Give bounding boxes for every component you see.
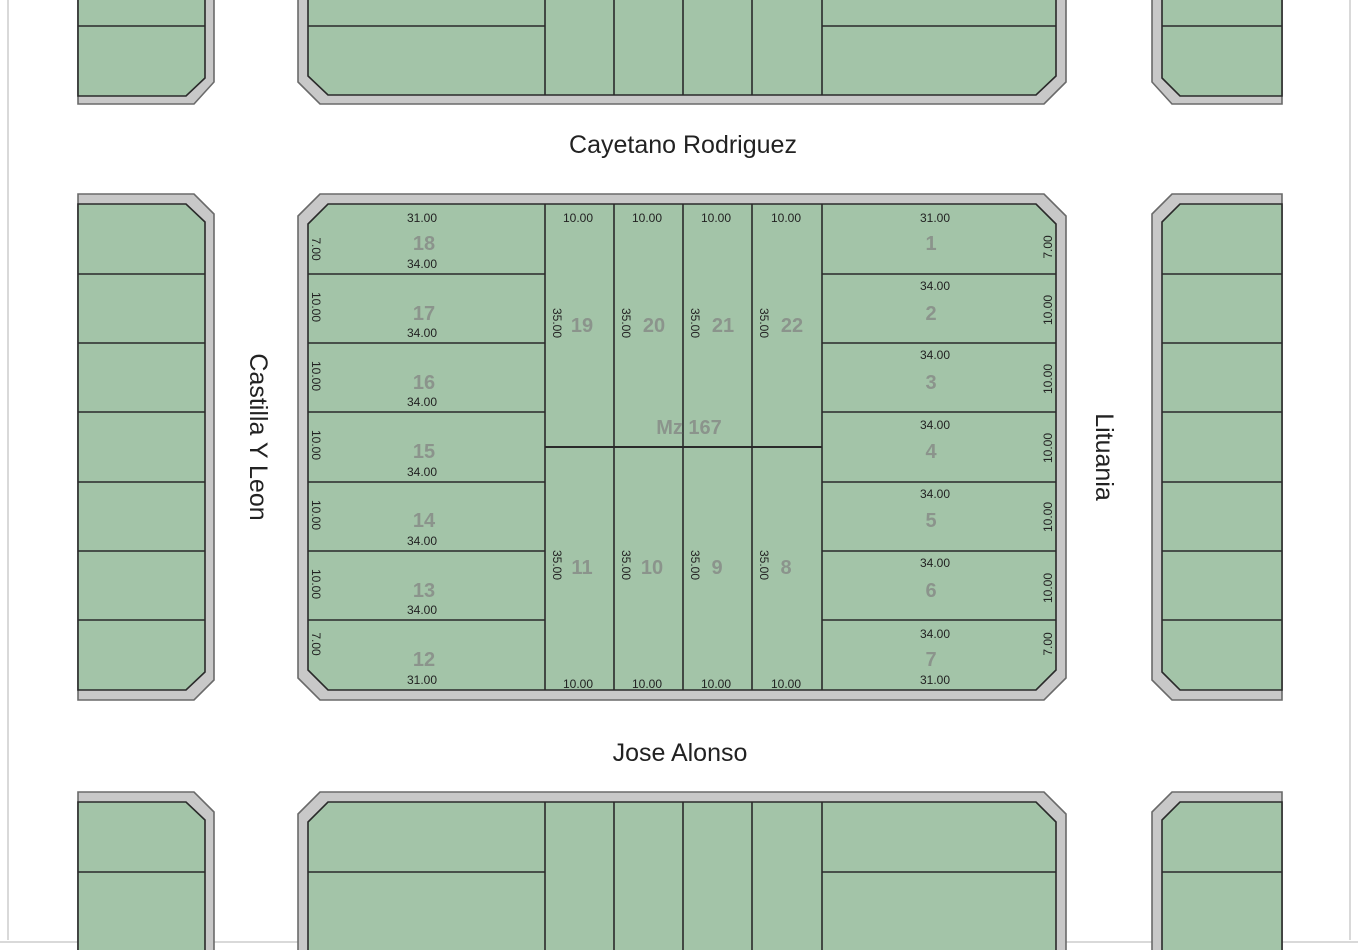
lot-number: 2: [925, 303, 936, 325]
lot-front: 10.00: [563, 211, 593, 225]
lot-front: 10.00: [771, 677, 801, 691]
lot-side: 10.00: [1041, 573, 1055, 603]
lot-number: 18: [413, 233, 435, 255]
lot-number: 22: [781, 315, 803, 337]
lot-width: 31.00: [920, 673, 950, 687]
lot-front: 10.00: [563, 677, 593, 691]
lot-side: 10.00: [309, 569, 323, 599]
lot-front: 10.00: [701, 677, 731, 691]
lot-number: 14: [413, 510, 436, 532]
street-name-left: Castilla Y Leon: [244, 353, 272, 520]
lot-depth: 35.00: [757, 308, 771, 338]
lot-width: 34.00: [407, 257, 437, 271]
neighbor-block-bottom-left: [77, 791, 215, 950]
lot-width: 34.00: [920, 556, 950, 570]
lot-side: 10.00: [309, 430, 323, 460]
lot-depth: 35.00: [619, 550, 633, 580]
block-mz-167: Mz 167 1 2 3 4 5 6 7 8 9 10 11 12 13 14 …: [297, 193, 1067, 701]
lot-front: 10.00: [632, 677, 662, 691]
lot-number: 20: [643, 315, 665, 337]
lot-width: 34.00: [407, 534, 437, 548]
lot-width: 34.00: [920, 487, 950, 501]
lot-number: 3: [925, 372, 936, 394]
lot-side: 7.00: [1041, 235, 1055, 259]
lot-number: 19: [571, 315, 593, 337]
street-name-top: Cayetano Rodriguez: [569, 131, 797, 159]
lot-side: 10.00: [309, 292, 323, 322]
lot-width: 34.00: [920, 348, 950, 362]
lot-depth: 35.00: [550, 308, 564, 338]
block-label: Mz 167: [656, 417, 722, 439]
lot-width: 34.00: [407, 395, 437, 409]
lot-side: 10.00: [1041, 295, 1055, 325]
lot-width: 34.00: [920, 627, 950, 641]
lot-number: 8: [780, 557, 791, 579]
street-name-bottom: Jose Alonso: [613, 739, 748, 767]
lot-depth: 35.00: [757, 550, 771, 580]
lot-number: 12: [413, 649, 435, 671]
neighbor-block-middle-right: [1151, 193, 1283, 701]
lot-side: 7.00: [309, 237, 323, 261]
lot-front: 10.00: [632, 211, 662, 225]
lot-front: 10.00: [771, 211, 801, 225]
lot-side: 10.00: [309, 500, 323, 530]
neighbor-block-bottom-right: [1151, 791, 1283, 950]
lot-width: 34.00: [920, 279, 950, 293]
lot-number: 6: [925, 580, 936, 602]
lot-number: 9: [711, 557, 722, 579]
lot-number: 13: [413, 580, 435, 602]
lot-front: 10.00: [701, 211, 731, 225]
neighbor-block-top-left: [77, 0, 215, 105]
lot-number: 7: [925, 649, 936, 671]
lot-number: 4: [925, 441, 937, 463]
lot-number: 10: [641, 557, 663, 579]
neighbor-block-bottom-center: [297, 791, 1067, 950]
lot-width: 34.00: [407, 603, 437, 617]
lot-number: 11: [571, 557, 592, 579]
lot-depth: 35.00: [619, 308, 633, 338]
neighbor-block-middle-left: [77, 193, 215, 701]
lot-width: 31.00: [920, 211, 950, 225]
lot-width: 34.00: [407, 326, 437, 340]
lot-side: 10.00: [309, 361, 323, 391]
lot-number: 1: [925, 233, 936, 255]
lot-depth: 35.00: [688, 550, 702, 580]
lot-number: 17: [413, 303, 435, 325]
lot-width: 31.00: [407, 211, 437, 225]
lot-side: 7.00: [1041, 632, 1055, 656]
street-name-right: Lituania: [1090, 413, 1118, 501]
lot-number: 5: [925, 510, 936, 532]
lot-side: 10.00: [1041, 502, 1055, 532]
lot-number: 15: [413, 441, 435, 463]
lot-side: 10.00: [1041, 364, 1055, 394]
lot-depth: 35.00: [688, 308, 702, 338]
lot-width: 31.00: [407, 673, 437, 687]
neighbor-block-top-center: [297, 0, 1067, 105]
lot-number: 21: [712, 315, 734, 337]
lot-side: 7.00: [309, 632, 323, 656]
lot-side: 10.00: [1041, 433, 1055, 463]
neighbor-block-top-right: [1151, 0, 1283, 105]
lot-depth: 35.00: [550, 550, 564, 580]
lot-width: 34.00: [407, 465, 437, 479]
lot-number: 16: [413, 372, 435, 394]
lot-width: 34.00: [920, 418, 950, 432]
